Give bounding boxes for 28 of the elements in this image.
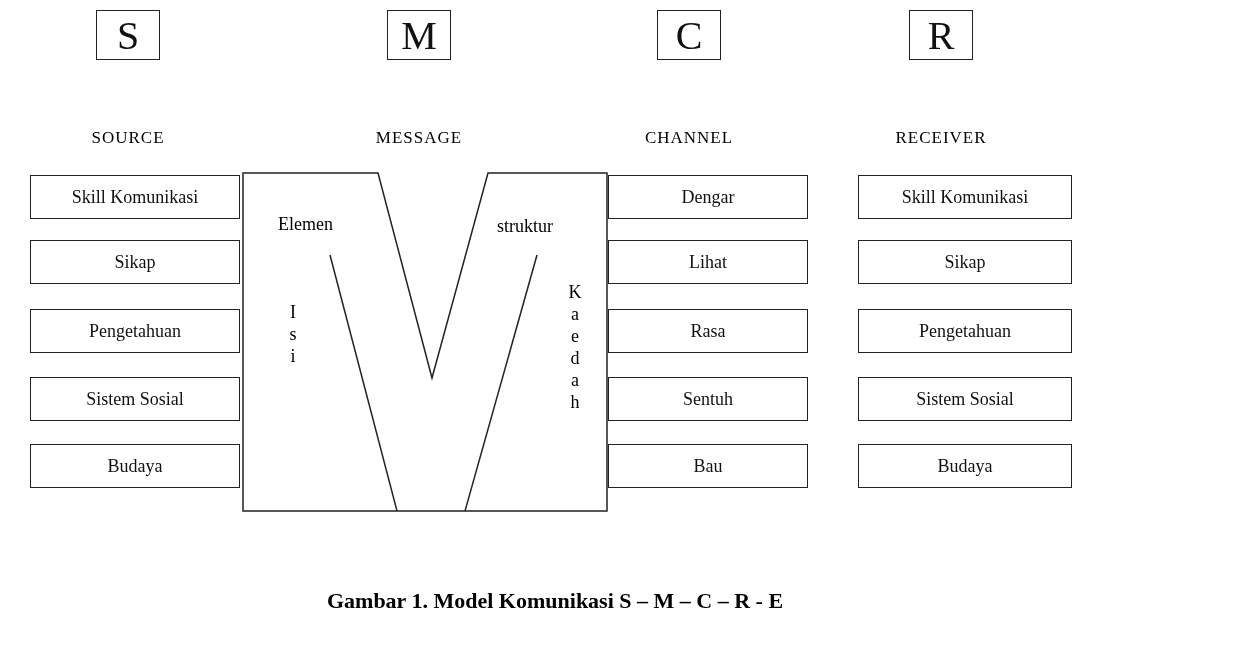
column-heading: MESSAGE [375, 128, 463, 148]
figure-caption: Gambar 1. Model Komunikasi S – M – C – R - E [325, 588, 785, 614]
letter-box: S [96, 10, 160, 60]
attribute-box: Skill Komunikasi [858, 175, 1072, 219]
attribute-box: Lihat [608, 240, 808, 284]
attribute-box: Sikap [30, 240, 240, 284]
attribute-box: Sentuh [608, 377, 808, 421]
attribute-box: Sistem Sosial [858, 377, 1072, 421]
attribute-box: Sistem Sosial [30, 377, 240, 421]
attribute-box: Pengetahuan [858, 309, 1072, 353]
attribute-box: Bau [608, 444, 808, 488]
letter-box: M [387, 10, 451, 60]
attribute-box: Dengar [608, 175, 808, 219]
attribute-box: Skill Komunikasi [30, 175, 240, 219]
attribute-box: Sikap [858, 240, 1072, 284]
attribute-box: Pengetahuan [30, 309, 240, 353]
column-heading: SOURCE [91, 128, 165, 148]
column-heading: RECEIVER [895, 128, 987, 148]
shape-label: Isi [282, 302, 303, 368]
letter-box: R [909, 10, 973, 60]
letter-box: C [657, 10, 721, 60]
attribute-box: Rasa [608, 309, 808, 353]
shape-label: Elemen [278, 214, 333, 235]
shape-label: struktur [497, 216, 553, 237]
shape-label: Kaedah [564, 282, 585, 414]
column-heading: CHANNEL [644, 128, 734, 148]
attribute-box: Budaya [858, 444, 1072, 488]
attribute-box: Budaya [30, 444, 240, 488]
